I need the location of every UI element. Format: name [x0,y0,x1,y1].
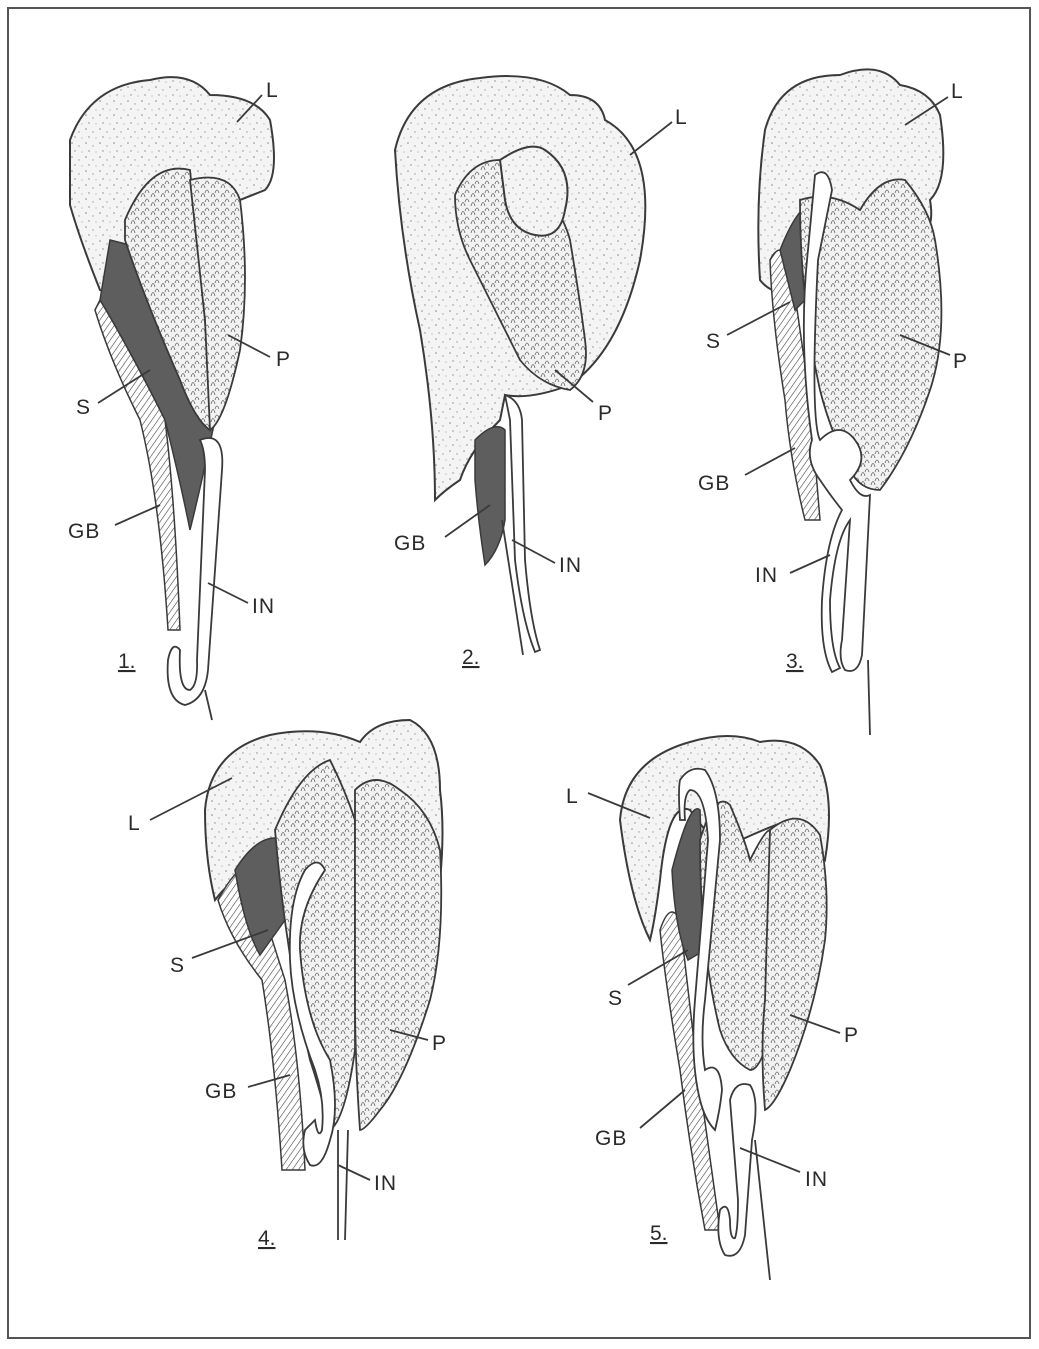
figure-1-label-gb: GB [68,520,100,543]
figure-5-label-gb: GB [595,1127,627,1150]
figure-3-label-gb: GB [698,472,730,495]
figure-2-label-p: P [598,402,613,425]
figure-5-pancreas-right [763,819,827,1110]
figure-2-gall-bladder [475,427,505,565]
figure-1: L P S GB IN 1. [68,77,291,720]
figure-2-label-in: IN [559,554,582,577]
figure-2-label-l: L [675,106,688,129]
figure-2-number: 2. [462,646,480,669]
figure-1-label-in: IN [252,595,275,618]
figure-1-label-l: L [266,79,279,102]
figure-5-label-l: L [566,785,579,808]
figure-3-label-in: IN [755,564,778,587]
figure-1-intestine-tail [205,690,212,720]
figure-5-intestine-loop [718,1084,755,1256]
figure-2: L P GB IN 2. [394,76,688,669]
figure-4-number: 4. [258,1227,276,1250]
figure-2-label-gb: GB [394,532,426,555]
figure-5-label-s: S [608,987,623,1010]
figure-4-label-l: L [128,812,141,835]
figure-3-label-p: P [953,350,968,373]
figure-1-label-s: S [76,396,91,419]
figure-5-label-p: P [844,1024,859,1047]
figure-3-label-l: L [951,80,964,103]
figure-2-intestine [505,395,540,652]
figure-4: L S P GB IN 4. [128,720,447,1250]
figure-4-label-s: S [170,954,185,977]
figure-5-number: 5. [650,1222,668,1245]
figure-3-number: 3. [786,650,804,673]
figure-3-label-s: S [706,330,721,353]
figure-4-label-gb: GB [205,1080,237,1103]
figure-5: L S P GB IN 5. [566,736,859,1280]
figure-4-label-in: IN [374,1172,397,1195]
figure-4-label-p: P [432,1032,447,1055]
figure-1-label-p: P [276,348,291,371]
figure-5-label-in: IN [805,1168,828,1191]
figure-1-number: 1. [118,650,136,673]
figure-3: L S P GB IN 3. [698,69,968,735]
figure-4-pancreas-right [355,780,441,1130]
